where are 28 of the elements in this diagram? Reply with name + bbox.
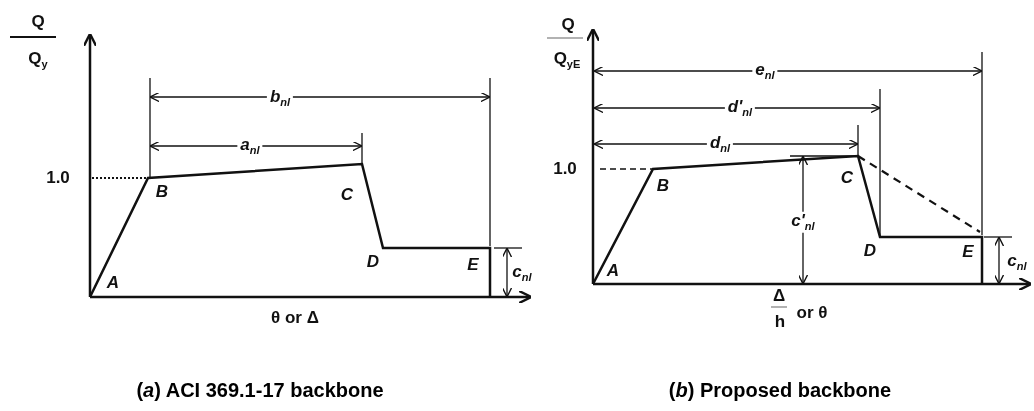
axis-label: Q xyxy=(561,15,575,35)
axis-label: θ or Δ xyxy=(271,308,319,328)
point-label: E xyxy=(962,242,974,262)
point-label: D xyxy=(366,252,380,272)
dimension-label: c$_{nl}$ xyxy=(512,262,532,284)
axis-label: Q$_{y}$ xyxy=(28,49,48,71)
axis-label: or θ xyxy=(796,303,828,323)
axis-label: h xyxy=(774,312,786,332)
tick-label: 1.0 xyxy=(553,159,577,179)
point-label: C xyxy=(840,168,854,188)
caption: (a) ACI 369.1-17 backbone xyxy=(136,379,384,401)
dimension-label: d'$_{nl}$ xyxy=(724,97,756,119)
caption: (b) Proposed backbone xyxy=(668,379,892,401)
point-label: D xyxy=(863,241,877,261)
axis-label: Δ xyxy=(772,286,786,306)
dimension-label: c'$_{nl}$ xyxy=(788,211,818,233)
dimension-label: b$_{nl}$ xyxy=(266,87,294,109)
point-label: A xyxy=(106,273,120,293)
point-label: B xyxy=(656,176,670,196)
tick-label: 1.0 xyxy=(46,168,70,188)
point-label: A xyxy=(606,261,620,281)
point-label: E xyxy=(467,255,479,275)
dimension-label: d$_{nl}$ xyxy=(706,133,734,155)
axis-label: Q$_{yE}$ xyxy=(553,49,581,71)
point-label: C xyxy=(340,185,354,205)
axis-label: Q xyxy=(31,12,45,32)
dimension-label: c$_{nl}$ xyxy=(1007,251,1027,273)
point-label: B xyxy=(155,182,169,202)
